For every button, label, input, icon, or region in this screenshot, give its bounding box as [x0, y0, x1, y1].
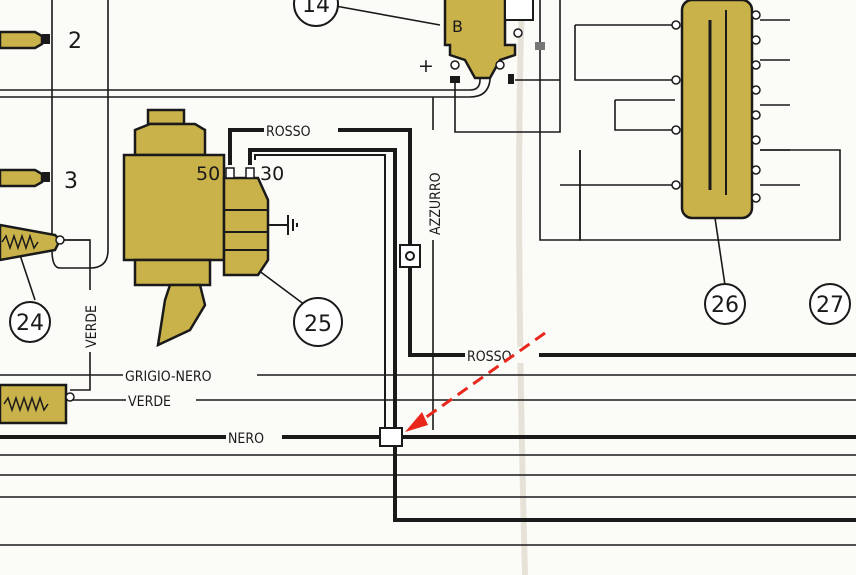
- wire-label-nero: NERO: [228, 431, 264, 447]
- paper-fold: [516, 0, 528, 575]
- resistor-element: [0, 383, 75, 425]
- wire-label-rosso-top: ROSSO: [266, 124, 311, 140]
- wire-label-verde-vertical: VERDE: [84, 305, 100, 348]
- ground-icon: [268, 215, 298, 235]
- spark-plug-3: 3: [0, 168, 78, 194]
- terminal-plus: +: [418, 55, 434, 77]
- junction-connector: [379, 427, 403, 447]
- wire-label-grigio-nero: GRIGIO-NERO: [125, 369, 212, 385]
- component-number-27: 27: [816, 293, 844, 318]
- component-27: 27: [809, 283, 851, 325]
- component-number-26: 26: [711, 293, 739, 318]
- wire-label-verde: VERDE: [128, 394, 171, 410]
- terminal-b: B: [452, 17, 463, 36]
- component-number-24: 24: [16, 311, 44, 336]
- component-26: 26: [671, 0, 761, 325]
- starter-motor-25: 50 30 25: [122, 108, 343, 348]
- component-number-2: 2: [68, 29, 82, 54]
- thick-wires: [0, 128, 856, 522]
- component-number-3: 3: [64, 169, 78, 194]
- annotation-arrow: [405, 331, 546, 432]
- component-number-14: 14: [302, 0, 330, 18]
- terminal-50: 50: [196, 163, 220, 185]
- wire-label-rosso-bottom: ROSSO: [467, 349, 512, 365]
- ignition-coil-14: 14 B +: [293, 0, 545, 84]
- terminal-30: 30: [260, 163, 284, 185]
- wire-label-azzurro: AZZURRO: [428, 172, 444, 235]
- spark-plug-2: 2: [0, 29, 82, 54]
- component-24: 24: [0, 223, 65, 343]
- component-number-25: 25: [304, 312, 332, 337]
